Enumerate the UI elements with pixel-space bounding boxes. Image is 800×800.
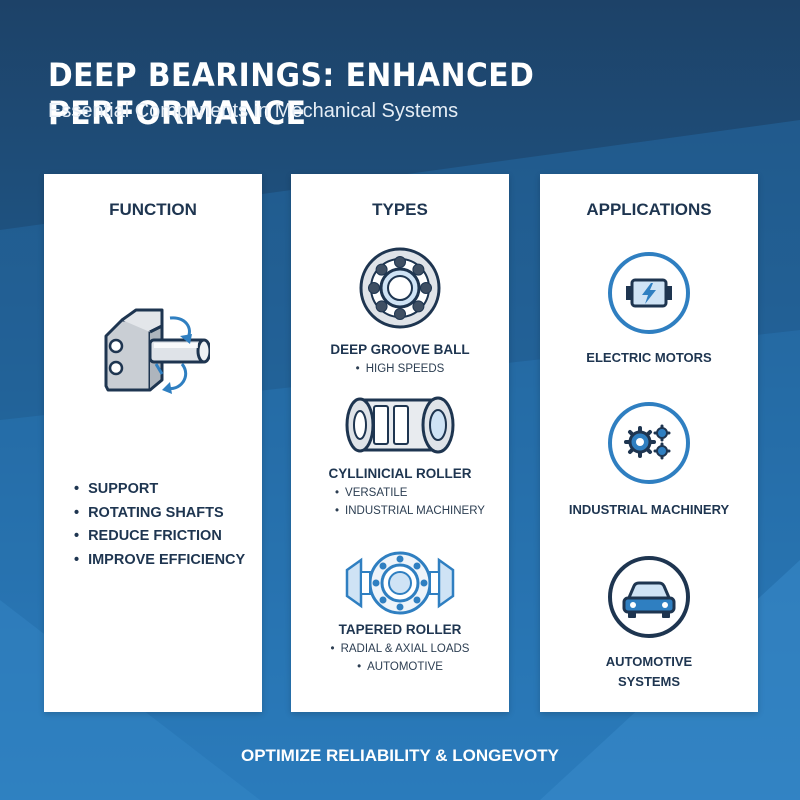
type-bullet: VERSATILE — [335, 484, 485, 502]
type-bullet: INDUSTRIAL MACHINERY — [335, 502, 485, 520]
type-name: TAPERED ROLLER — [338, 622, 462, 637]
bearing-rotation-icon — [104, 308, 210, 394]
ball-bearing-icon — [359, 247, 441, 329]
type-bullet-list: HIGH SPEEDS — [291, 360, 509, 378]
application-name: INDUSTRIAL MACHINERY — [568, 502, 730, 517]
function-bullet: ROTATING SHAFTS — [74, 502, 245, 526]
type-bullet-list: RADIAL & AXIAL LOADS AUTOMOTIVE — [291, 640, 509, 676]
gears-icon — [608, 402, 690, 484]
tapered-roller-icon — [345, 551, 455, 615]
function-card-title: FUNCTION — [109, 200, 197, 219]
applications-card-title: APPLICATIONS — [586, 200, 712, 219]
type-name: CYLLINICIAL ROLLER — [328, 466, 472, 481]
page-title: DEEP BEARINGS: ENHANCED PERFORMANCE — [48, 56, 535, 132]
application-name: ELECTRIC MOTORS — [586, 350, 712, 365]
function-bullet-list: SUPPORT ROTATING SHAFTS REDUCE FRICTION … — [74, 478, 245, 572]
electric-motor-icon — [608, 252, 690, 334]
page-subtitle: Essential Components in Mechanical Syste… — [48, 100, 459, 122]
footer-tagline: OPTIMIZE RELIABILITY & LONGEVOTY — [241, 746, 559, 765]
types-card: TYPES DEEP GROOVE BALL HIGH SPEEDS CYLLI… — [291, 174, 509, 712]
type-bullet: RADIAL & AXIAL LOADS — [291, 640, 509, 658]
function-card: FUNCTION SUPPORT ROTATING SHAFTS REDUCE … — [44, 174, 262, 712]
cylindrical-roller-icon — [345, 396, 455, 454]
type-name: DEEP GROOVE BALL — [330, 342, 470, 357]
type-bullet: AUTOMOTIVE — [291, 658, 509, 676]
function-bullet: SUPPORT — [74, 478, 245, 502]
type-bullet-list: VERSATILE INDUSTRIAL MACHINERY — [335, 484, 485, 520]
type-bullet: HIGH SPEEDS — [291, 360, 509, 378]
application-name: AUTOMOTIVE SYSTEMS — [605, 654, 693, 689]
types-card-title: TYPES — [372, 200, 428, 219]
car-icon — [608, 556, 690, 638]
applications-card: APPLICATIONS ELECTRIC MOTORS INDUSTRIAL … — [540, 174, 758, 712]
function-bullet: IMPROVE EFFICIENCY — [74, 549, 245, 573]
function-bullet: REDUCE FRICTION — [74, 525, 245, 549]
